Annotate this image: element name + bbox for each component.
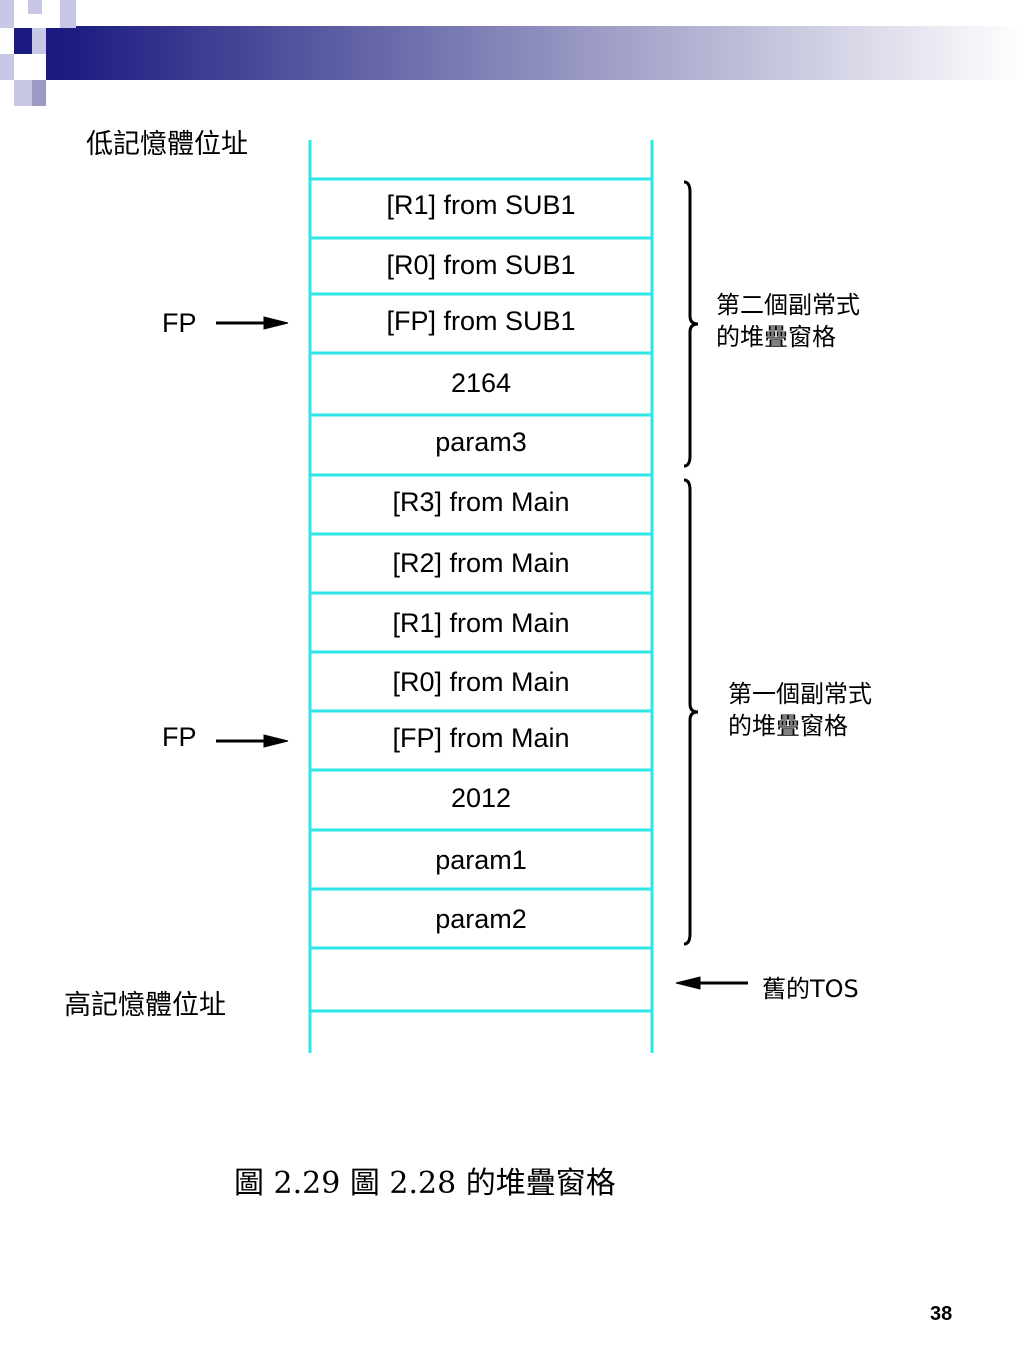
stack-cell: [R0] from SUB1: [386, 250, 576, 280]
frame2-label-line2: 的堆疊窗格: [716, 323, 836, 351]
frame2-label: 第二個副常式 的堆疊窗格: [716, 289, 860, 353]
stack-cell: [R0] from Main: [392, 667, 570, 697]
low-address-label: 低記憶體位址: [86, 129, 248, 160]
frame1-label-line2: 的堆疊窗格: [728, 712, 848, 740]
stack-cell: param1: [435, 845, 527, 875]
fp-label-top: FP: [162, 308, 197, 338]
old-tos-arrow-icon: [675, 976, 748, 990]
stack-lines: [308, 140, 654, 1053]
high-address-label: 高記憶體位址: [64, 990, 226, 1021]
stack-cell: [FP] from Main: [392, 723, 570, 753]
stack-cell: [R3] from Main: [392, 487, 570, 517]
figure-caption: 圖 2.29 圖 2.28 的堆疊窗格: [234, 1166, 616, 1201]
stack-cell: [R1] from SUB1: [386, 190, 576, 220]
stack-cell: param2: [435, 904, 527, 934]
page-number: 38: [930, 1303, 953, 1325]
stack-cell: 2012: [450, 783, 512, 813]
fp-label-bottom: FP: [162, 722, 197, 752]
stack-cell: param3: [435, 427, 527, 457]
stack-cell: [R2] from Main: [392, 548, 570, 578]
fp-arrow-top-icon: [216, 316, 289, 330]
old-tos-label: 舊的TOS: [762, 975, 859, 1003]
stack-cell: 2164: [450, 368, 512, 398]
stack-cell: [R1] from Main: [392, 608, 570, 638]
frame1-label-line1: 第一個副常式: [728, 680, 872, 708]
frame2-label-line1: 第二個副常式: [716, 291, 860, 319]
frame1-label: 第一個副常式 的堆疊窗格: [728, 678, 872, 742]
frame2-brace-icon: [683, 180, 699, 468]
fp-arrow-bottom-icon: [216, 734, 289, 748]
stack-cell: [FP] from SUB1: [386, 306, 576, 336]
slide-header-banner: [0, 0, 1024, 110]
frame1-brace-icon: [683, 478, 699, 946]
